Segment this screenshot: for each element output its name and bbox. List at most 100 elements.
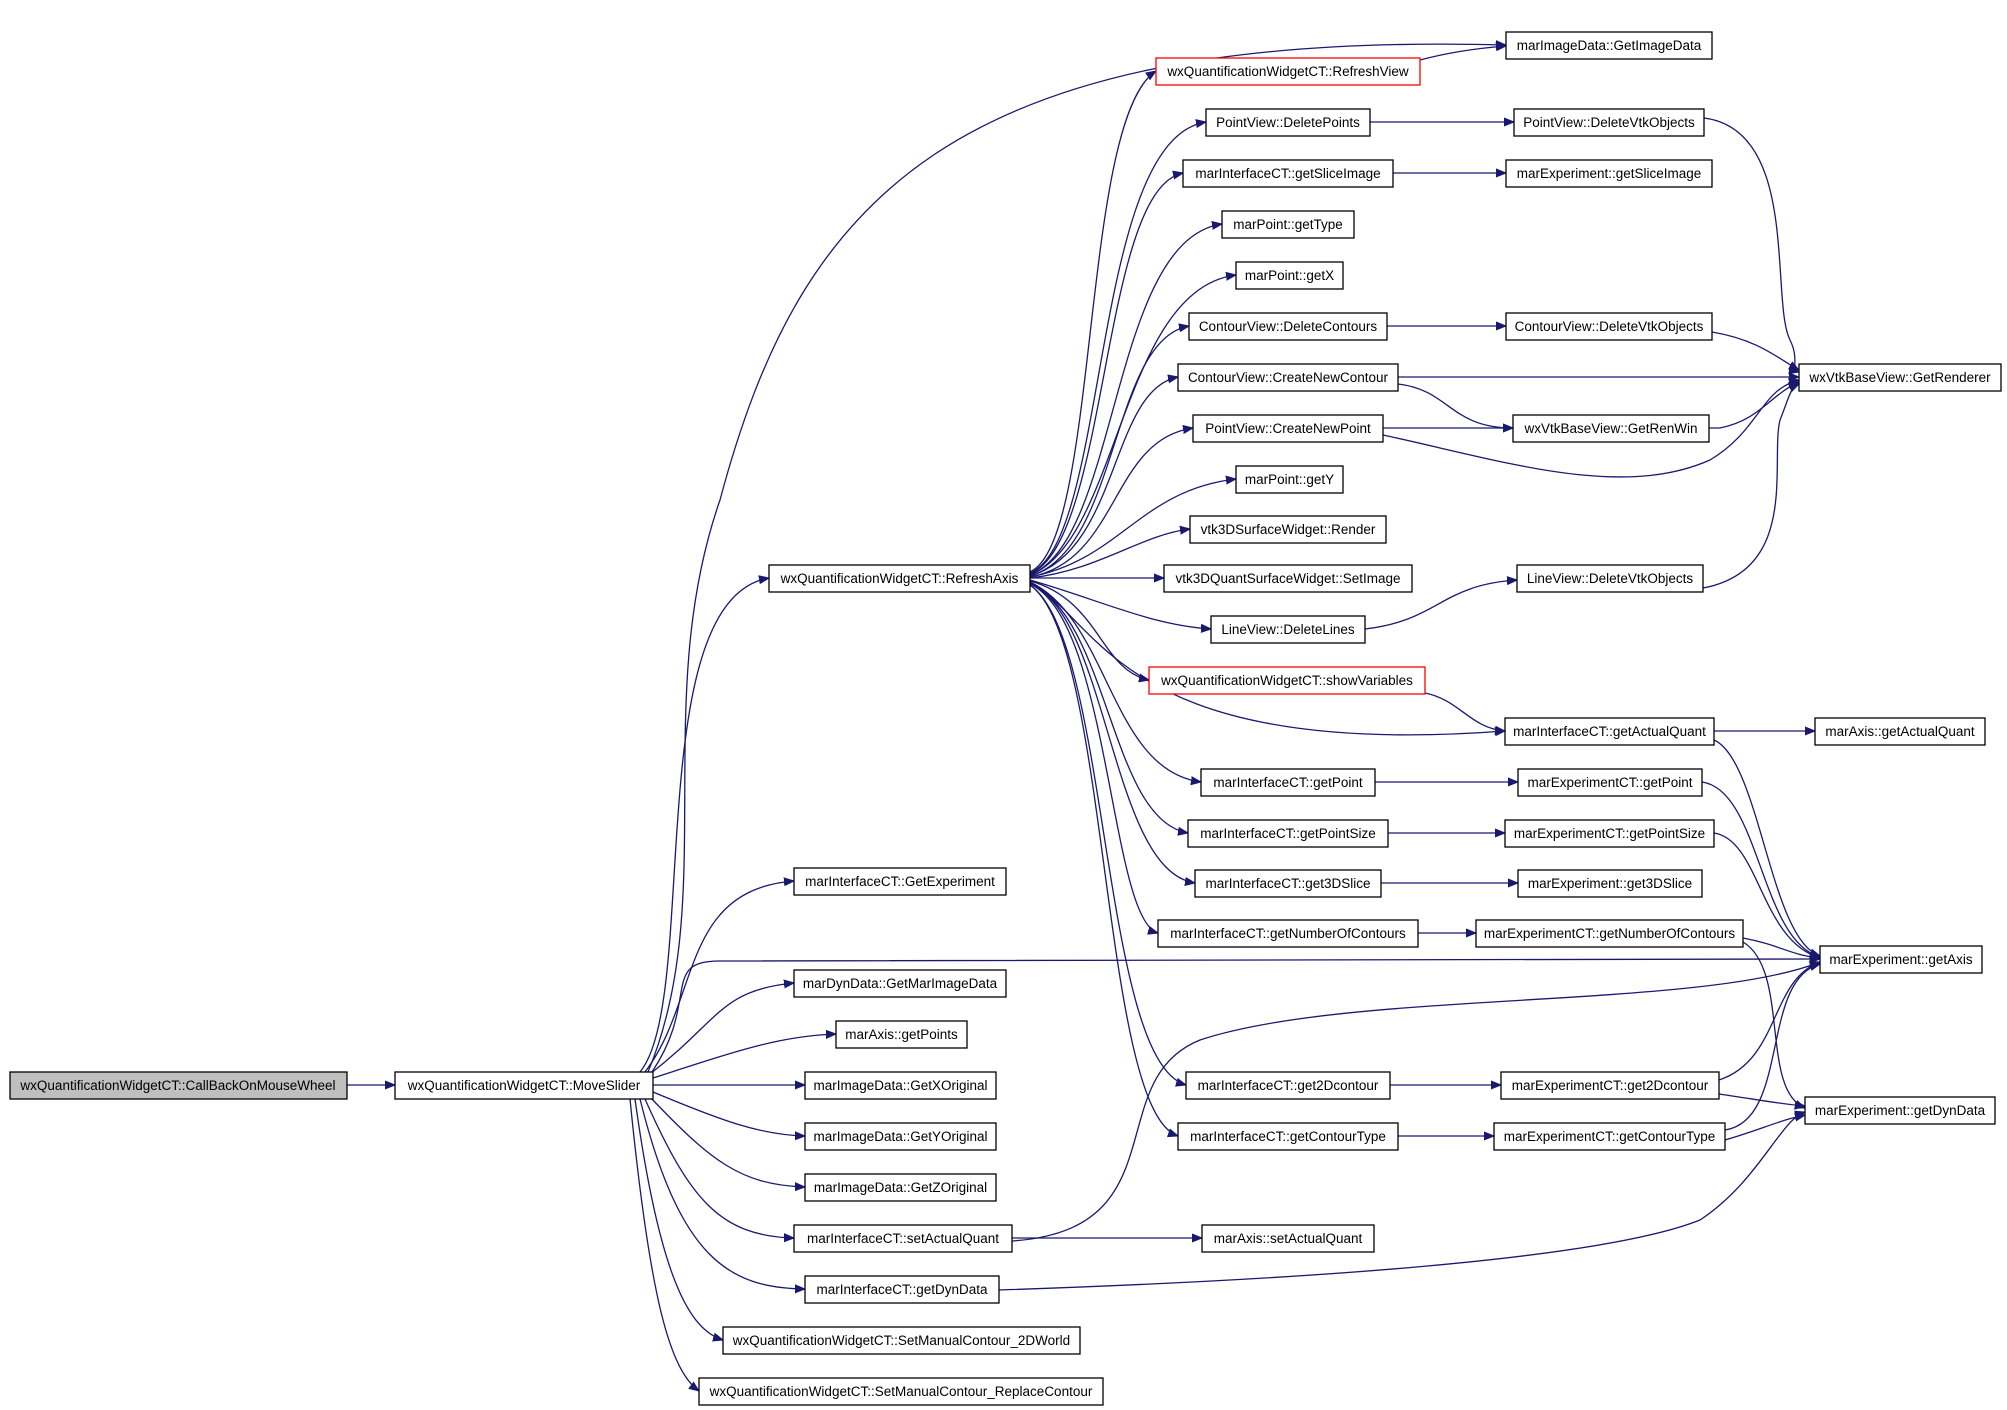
edge-refresh-axis-to-refresh-view <box>1029 71 1156 573</box>
edge-refresh-axis-to-get-3d-slice <box>1029 582 1195 883</box>
node-image-data-get-image-data[interactable]: marImageData::GetImageData <box>1505 31 1713 60</box>
edge-move-slider-to-refresh-axis <box>639 578 769 1073</box>
edge-pv-delete-vtk-to-get-renderer <box>1703 117 1799 372</box>
node-pv-delete-points[interactable]: PointView::DeletePoints <box>1205 108 1371 137</box>
svg-text:marExperiment::getDynData: marExperiment::getDynData <box>1815 1103 1986 1118</box>
call-edges <box>347 44 1820 1391</box>
edge-exp-ct-contour-type-to-exp-get-axis <box>1724 964 1820 1131</box>
node-vtk3dquant-set-image[interactable]: vtk3DQuantSurfaceWidget::SetImage <box>1163 564 1413 593</box>
node-exp-get-axis[interactable]: marExperiment::getAxis <box>1819 945 1983 974</box>
edge-get-actual-quant-to-exp-get-axis <box>1713 739 1820 956</box>
node-get-contour-type[interactable]: marInterfaceCT::getContourType <box>1177 1122 1399 1151</box>
node-get-point-size[interactable]: marInterfaceCT::getPointSize <box>1187 819 1389 848</box>
node-create-new-contour[interactable]: ContourView::CreateNewContour <box>1177 363 1399 392</box>
edge-refresh-axis-to-show-variables <box>1029 580 1149 680</box>
edge-refresh-axis-to-get-contour-type <box>1029 584 1178 1136</box>
node-exp-ct-get-point[interactable]: marExperimentCT::getPoint <box>1517 768 1703 797</box>
node-lv-delete-vtk-objects[interactable]: LineView::DeleteVtkObjects <box>1516 564 1704 593</box>
svg-text:wxQuantificationWidgetCT::Refr: wxQuantificationWidgetCT::RefreshAxis <box>780 571 1019 586</box>
edge-set-actual-quant-to-exp-get-axis <box>1011 961 1820 1242</box>
svg-text:marInterfaceCT::GetExperiment: marInterfaceCT::GetExperiment <box>805 874 995 889</box>
svg-text:marInterfaceCT::get3DSlice: marInterfaceCT::get3DSlice <box>1205 876 1370 891</box>
node-get-y[interactable]: marPoint::getY <box>1235 465 1344 494</box>
node-exp-ct-get-2d-contour[interactable]: marExperimentCT::get2Dcontour <box>1500 1071 1720 1100</box>
node-set-manual-2d[interactable]: wxQuantificationWidgetCT::SetManualConto… <box>722 1326 1081 1355</box>
svg-text:ContourView::DeleteVtkObjects: ContourView::DeleteVtkObjects <box>1515 319 1704 334</box>
svg-text:marInterfaceCT::getActualQuant: marInterfaceCT::getActualQuant <box>1513 724 1706 739</box>
edge-exp-ct-2d-to-exp-get-dyn-data <box>1718 1093 1805 1106</box>
edge-exp-ct-get-point-size-to-exp-get-axis <box>1713 832 1820 958</box>
node-get-2d-contour[interactable]: marInterfaceCT::get2Dcontour <box>1185 1071 1391 1100</box>
node-cv-delete-vtk-objects[interactable]: ContourView::DeleteVtkObjects <box>1505 312 1713 341</box>
svg-text:marExperiment::getAxis: marExperiment::getAxis <box>1829 952 1973 967</box>
node-exp-ct-get-contour-type[interactable]: marExperimentCT::getContourType <box>1493 1122 1726 1151</box>
edge-move-slider-to-get-points <box>652 1034 836 1079</box>
edge-refresh-axis-to-get-point <box>1029 581 1201 782</box>
node-get-experiment[interactable]: marInterfaceCT::GetExperiment <box>793 867 1007 896</box>
node-get-number-of-contours[interactable]: marInterfaceCT::getNumberOfContours <box>1157 919 1419 948</box>
node-set-manual-replace[interactable]: wxQuantificationWidgetCT::SetManualConto… <box>698 1377 1104 1406</box>
node-delete-lines[interactable]: LineView::DeleteLines <box>1210 615 1366 644</box>
svg-text:wxQuantificationWidgetCT::SetM: wxQuantificationWidgetCT::SetManualConto… <box>732 1333 1070 1348</box>
svg-text:marExperiment::getSliceImage: marExperiment::getSliceImage <box>1517 166 1702 181</box>
node-get-y-original[interactable]: marImageData::GetYOriginal <box>804 1122 997 1151</box>
svg-text:marImageData::GetZOriginal: marImageData::GetZOriginal <box>814 1180 987 1195</box>
svg-text:vtk3DQuantSurfaceWidget::SetIm: vtk3DQuantSurfaceWidget::SetImage <box>1175 571 1400 586</box>
svg-text:marAxis::setActualQuant: marAxis::setActualQuant <box>1214 1231 1363 1246</box>
node-refresh-view[interactable]: wxQuantificationWidgetCT::RefreshView <box>1155 57 1421 86</box>
edge-refresh-axis-to-get-slice-image <box>1029 173 1183 575</box>
node-axis-set-actual-quant[interactable]: marAxis::setActualQuant <box>1201 1224 1375 1253</box>
svg-text:marExperimentCT::get2Dcontour: marExperimentCT::get2Dcontour <box>1512 1078 1709 1093</box>
node-create-new-point[interactable]: PointView::CreateNewPoint <box>1192 414 1384 443</box>
node-move-slider[interactable]: wxQuantificationWidgetCT::MoveSlider <box>394 1071 654 1100</box>
svg-text:marPoint::getY: marPoint::getY <box>1245 472 1334 487</box>
node-get-x[interactable]: marPoint::getX <box>1235 261 1344 290</box>
node-get-type[interactable]: marPoint::getType <box>1221 210 1355 239</box>
node-vtk3d-render[interactable]: vtk3DSurfaceWidget::Render <box>1189 515 1387 544</box>
node-get-renderer[interactable]: wxVtkBaseView::GetRenderer <box>1798 363 2002 392</box>
node-delete-contours[interactable]: ContourView::DeleteContours <box>1188 312 1388 341</box>
svg-text:wxVtkBaseView::GetRenWin: wxVtkBaseView::GetRenWin <box>1523 421 1697 436</box>
svg-text:wxQuantificationWidgetCT::SetM: wxQuantificationWidgetCT::SetManualConto… <box>709 1384 1093 1399</box>
node-exp-get-3d-slice[interactable]: marExperiment::get3DSlice <box>1517 869 1703 898</box>
node-get-3d-slice[interactable]: marInterfaceCT::get3DSlice <box>1194 869 1382 898</box>
node-show-variables[interactable]: wxQuantificationWidgetCT::showVariables <box>1148 666 1426 695</box>
node-exp-ct-get-number-of-contours[interactable]: marExperimentCT::getNumberOfContours <box>1475 919 1744 948</box>
svg-text:marAxis::getActualQuant: marAxis::getActualQuant <box>1825 724 1975 739</box>
node-axis-get-actual-quant[interactable]: marAxis::getActualQuant <box>1814 717 1986 746</box>
svg-text:marExperimentCT::getPoint: marExperimentCT::getPoint <box>1527 775 1692 790</box>
svg-text:marPoint::getX: marPoint::getX <box>1245 268 1334 283</box>
node-exp-get-slice-image[interactable]: marExperiment::getSliceImage <box>1505 159 1713 188</box>
edge-move-slider-to-set-manual-replace <box>629 1098 699 1391</box>
svg-text:wxQuantificationWidgetCT::show: wxQuantificationWidgetCT::showVariables <box>1160 673 1413 688</box>
node-get-points[interactable]: marAxis::getPoints <box>835 1020 968 1049</box>
node-root[interactable]: wxQuantificationWidgetCT::CallBackOnMous… <box>9 1071 348 1100</box>
node-get-dyn-data[interactable]: marInterfaceCT::getDynData <box>804 1275 1000 1304</box>
svg-text:marInterfaceCT::get2Dcontour: marInterfaceCT::get2Dcontour <box>1198 1078 1379 1093</box>
node-get-mar-image-data[interactable]: marDynData::GetMarImageData <box>793 969 1007 998</box>
svg-text:marExperimentCT::getContourTyp: marExperimentCT::getContourType <box>1504 1129 1716 1144</box>
edge-exp-ct-2d-to-exp-get-axis <box>1718 962 1820 1081</box>
node-get-z-original[interactable]: marImageData::GetZOriginal <box>804 1173 997 1202</box>
svg-text:ContourView::DeleteContours: ContourView::DeleteContours <box>1199 319 1378 334</box>
node-get-actual-quant[interactable]: marInterfaceCT::getActualQuant <box>1504 717 1715 746</box>
edge-lv-delete-vtk-to-get-renderer <box>1702 383 1799 589</box>
edge-delete-lines-to-lv-delete-vtk <box>1364 580 1517 630</box>
svg-text:wxQuantificationWidgetCT::Move: wxQuantificationWidgetCT::MoveSlider <box>407 1078 641 1093</box>
edge-exp-ct-number-to-exp-get-axis <box>1742 937 1820 958</box>
node-exp-get-dyn-data[interactable]: marExperiment::getDynData <box>1804 1096 1996 1125</box>
node-refresh-axis[interactable]: wxQuantificationWidgetCT::RefreshAxis <box>768 564 1031 593</box>
node-exp-ct-get-point-size[interactable]: marExperimentCT::getPointSize <box>1504 819 1715 848</box>
svg-text:marExperimentCT::getNumberOfCo: marExperimentCT::getNumberOfContours <box>1484 926 1736 941</box>
edge-refresh-axis-to-delete-lines <box>1029 579 1211 629</box>
svg-text:marPoint::getType: marPoint::getType <box>1233 217 1343 232</box>
node-pv-delete-vtk-objects[interactable]: PointView::DeleteVtkObjects <box>1513 108 1705 137</box>
svg-text:marInterfaceCT::getDynData: marInterfaceCT::getDynData <box>816 1282 988 1297</box>
node-get-ren-win[interactable]: wxVtkBaseView::GetRenWin <box>1512 414 1710 443</box>
node-set-actual-quant[interactable]: marInterfaceCT::setActualQuant <box>793 1224 1013 1253</box>
node-get-slice-image[interactable]: marInterfaceCT::getSliceImage <box>1182 159 1394 188</box>
node-get-point[interactable]: marInterfaceCT::getPoint <box>1200 768 1376 797</box>
svg-text:marImageData::GetXOriginal: marImageData::GetXOriginal <box>813 1078 987 1093</box>
node-get-x-original[interactable]: marImageData::GetXOriginal <box>804 1071 997 1100</box>
svg-text:wxQuantificationWidgetCT::Refr: wxQuantificationWidgetCT::RefreshView <box>1166 64 1409 79</box>
